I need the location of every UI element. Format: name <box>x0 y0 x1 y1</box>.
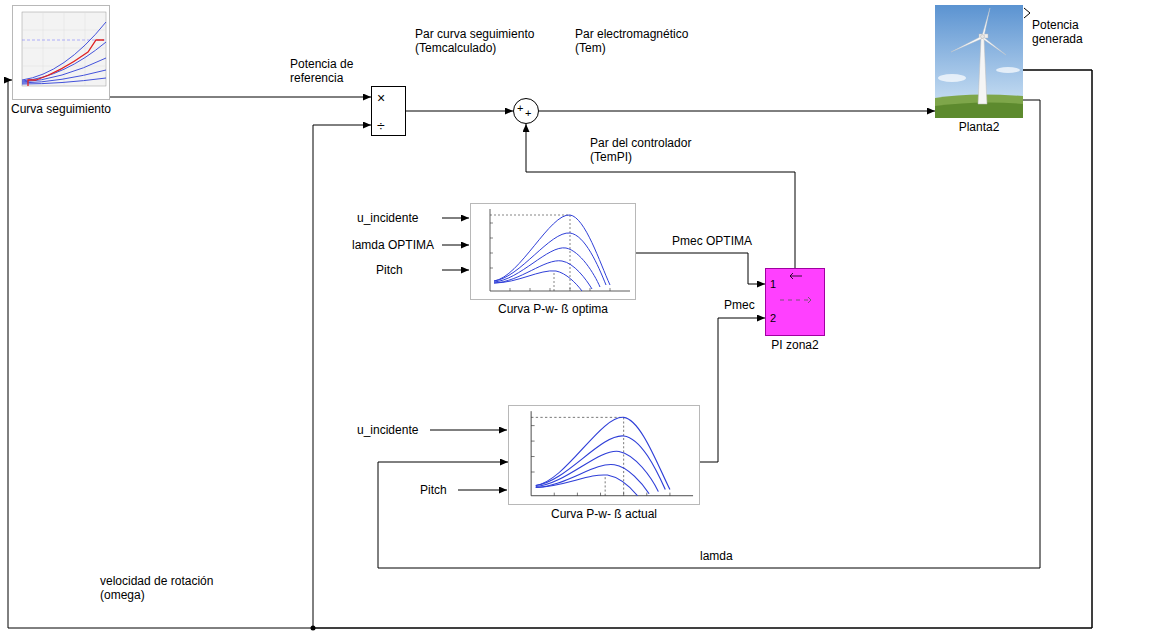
block-frame <box>470 203 636 300</box>
input-line <box>442 270 469 271</box>
input-line <box>430 430 507 431</box>
input-port-name: lamda OPTIMA <box>352 238 440 252</box>
block-name: Planta2 <box>959 120 1000 134</box>
signal-line <box>313 70 1092 628</box>
input-ports <box>430 8 1030 490</box>
block-name: Curva P-w- ß optima <box>498 302 608 316</box>
input-line <box>442 218 469 219</box>
plot-reference-line <box>22 40 106 41</box>
signal-line <box>636 253 765 284</box>
signal-name: Pmec OPTIMA <box>672 234 762 248</box>
product-block: ×÷ <box>371 86 406 136</box>
port-symbol: ÷ <box>377 119 385 133</box>
sky <box>935 5 1023 118</box>
port-symbol: + <box>525 108 531 119</box>
input-line <box>458 490 507 491</box>
input-line <box>442 245 469 246</box>
plant-block: Planta2 <box>935 5 1023 134</box>
block-frame <box>508 405 700 505</box>
hub <box>981 35 985 39</box>
lookup-block: Curva P-w- ß optima <box>470 203 636 316</box>
plot-area <box>22 12 106 86</box>
signal-name: Par electromagnético (Tem) <box>575 27 705 55</box>
tracking-curve-plot <box>12 5 110 100</box>
pi-block-body <box>765 268 825 336</box>
block-frame: ++ <box>513 98 539 124</box>
block-name: Curva P-w- ß actual <box>551 507 657 521</box>
port-symbol: × <box>377 91 385 105</box>
field <box>935 102 1023 118</box>
signal-line <box>8 70 1092 628</box>
port-symbol: 2 <box>770 313 776 324</box>
cp-curve-plot <box>508 405 700 505</box>
signal-line <box>110 97 371 98</box>
plot-background <box>12 5 110 100</box>
pi-controller-block: 12PI zona2 <box>765 268 825 352</box>
tower <box>978 38 987 104</box>
port-symbol: 1 <box>770 279 776 290</box>
output-port-mark <box>1024 8 1030 18</box>
lookup-block: Curva seguimiento <box>12 5 110 116</box>
cloud <box>938 74 966 82</box>
block-frame <box>12 5 110 100</box>
signal-name: Par curva seguimiento (Temcalculado) <box>415 27 565 55</box>
output-port-mark <box>790 273 802 279</box>
signal-name: Potencia de referencia <box>290 57 368 85</box>
port-symbol: + <box>517 103 523 114</box>
input-port-name: Pitch <box>420 483 456 497</box>
signal-line <box>539 111 935 112</box>
signal-line <box>378 100 1040 568</box>
signal-line <box>406 111 513 112</box>
output-port-name: Potencia generada <box>1032 18 1094 46</box>
blade <box>982 36 1006 55</box>
block-frame: ×÷ <box>371 86 406 136</box>
pi-icon <box>780 297 811 303</box>
blade <box>951 36 982 52</box>
sum-block: ++ <box>513 98 539 124</box>
signal-line <box>526 124 795 268</box>
block-name: Curva seguimiento <box>11 102 111 116</box>
connectors <box>8 70 1092 628</box>
plot-grid <box>22 12 106 86</box>
lookup-block: Curva P-w- ß actual <box>508 405 700 521</box>
power-curves <box>22 22 106 84</box>
blade <box>982 8 990 36</box>
signal-name: lamda <box>700 549 750 563</box>
signal-line <box>700 318 765 462</box>
block-frame: 12 <box>765 268 825 336</box>
signal-name: velocidad de rotación (omega) <box>100 574 240 602</box>
cp-curve-plot <box>470 203 636 300</box>
pi-fill <box>765 268 825 336</box>
input-port-name: Pitch <box>376 263 426 277</box>
signal-name: Pmec <box>724 298 764 312</box>
block-frame <box>935 5 1023 118</box>
tracking-curve <box>28 40 104 86</box>
signal-name: Par del controlador (TemPI) <box>590 136 715 164</box>
input-port-name: u_incidente <box>357 423 427 437</box>
input-port-name: u_incidente <box>357 211 437 225</box>
wind-turbine-picture <box>935 5 1023 118</box>
cloud <box>996 67 1020 73</box>
block-name: PI zona2 <box>771 338 818 352</box>
